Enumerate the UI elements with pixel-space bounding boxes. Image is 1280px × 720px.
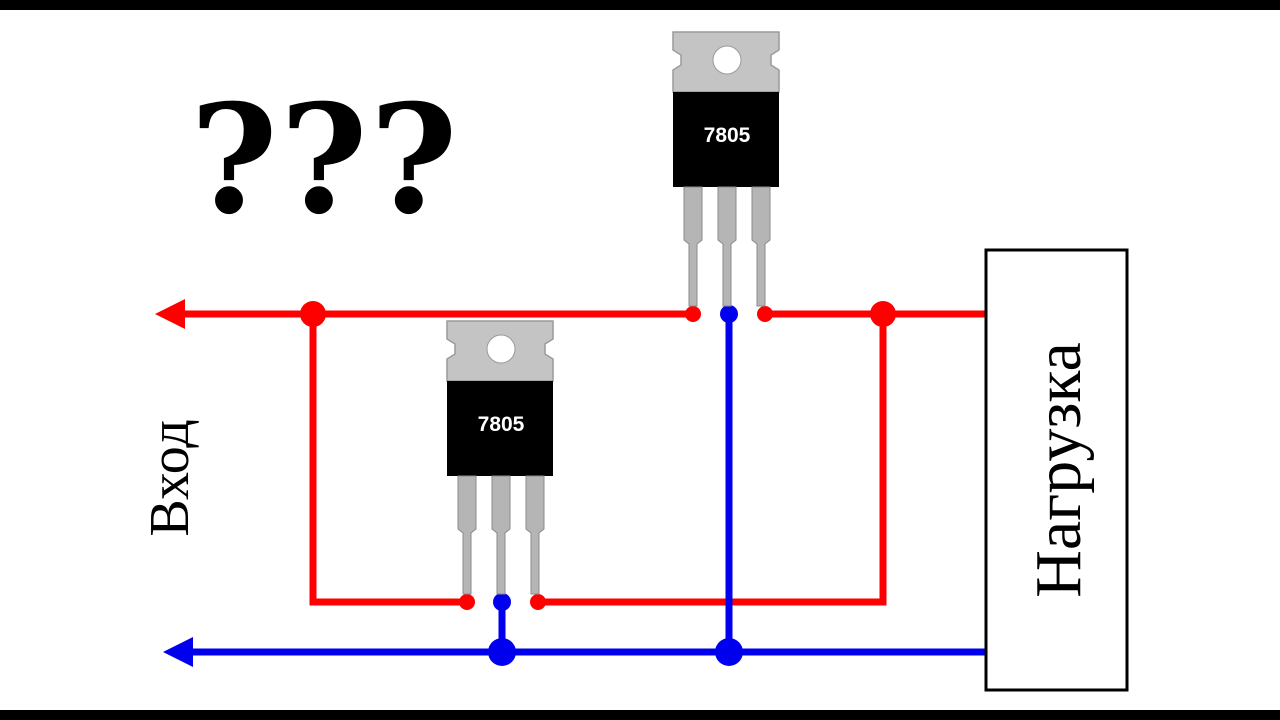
regulator-top-label: 7805 xyxy=(704,124,751,147)
top-letterbox-bar xyxy=(0,0,1280,10)
input-ground-arrow xyxy=(163,637,193,667)
top-reg-ground-pin-node xyxy=(720,305,738,323)
question-marks-title: ??? xyxy=(190,72,460,248)
regulator-top-leads xyxy=(683,186,771,307)
regulator-bottom-body xyxy=(447,381,553,476)
input-junction-node xyxy=(300,301,326,327)
output-branch-wire xyxy=(538,314,887,606)
ground-junction-node-right xyxy=(715,638,743,666)
input-positive-arrow xyxy=(155,299,185,329)
bottom-reg-ground-pin-node xyxy=(493,593,511,611)
regulator-bottom-label: 7805 xyxy=(478,413,525,436)
regulator-top-body xyxy=(673,92,779,187)
load-label: Нагрузка xyxy=(1022,342,1095,598)
regulator-bottom-leads xyxy=(457,475,545,595)
regulator-bottom: 7805 xyxy=(446,320,554,595)
regulator-top: 7805 xyxy=(672,31,780,307)
regulator-bottom-mount-hole xyxy=(486,334,516,364)
regulator-top-mount-hole xyxy=(712,45,742,75)
top-reg-output-pin-node xyxy=(757,306,773,322)
bottom-reg-input-pin-node xyxy=(459,594,475,610)
input-branch-wire xyxy=(309,314,467,606)
bottom-reg-output-pin-node xyxy=(530,594,546,610)
top-reg-input-pin-node xyxy=(685,306,701,322)
output-junction-node xyxy=(870,301,896,327)
bottom-letterbox-bar xyxy=(0,710,1280,720)
input-label: Вход xyxy=(139,419,201,536)
ground-junction-node-left xyxy=(488,638,516,666)
load-box xyxy=(984,248,1129,692)
